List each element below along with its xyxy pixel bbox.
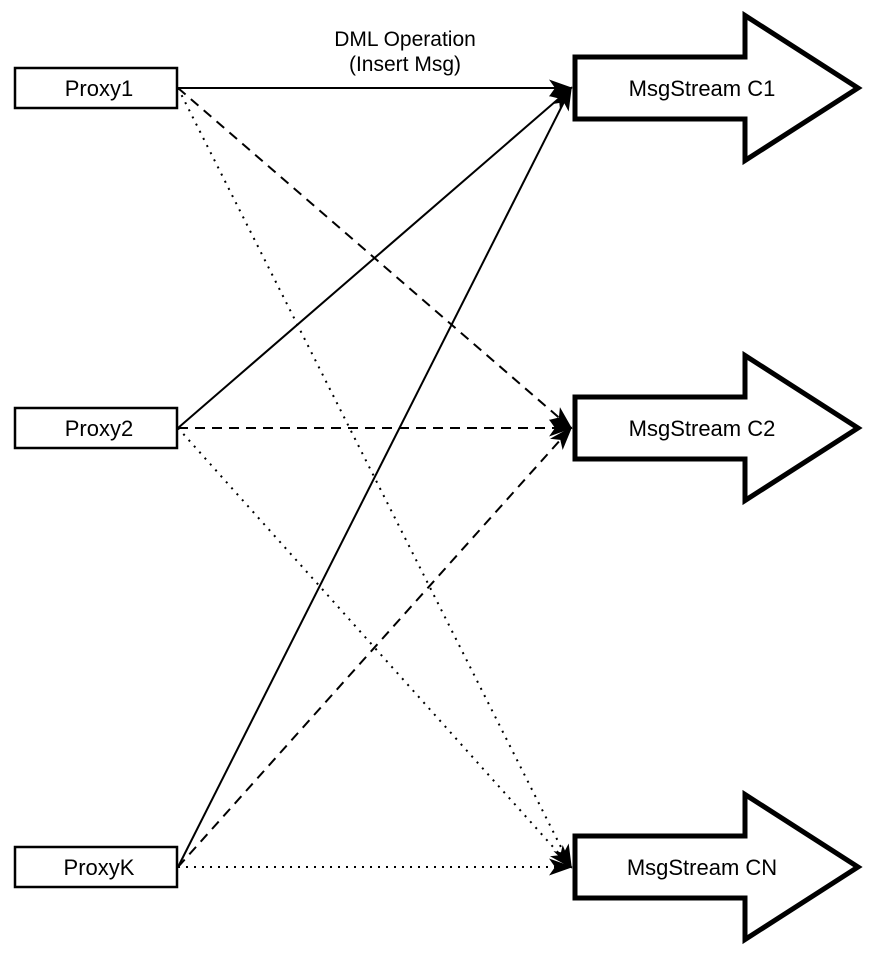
proxy-label-proxy1: Proxy1 xyxy=(65,76,133,101)
stream-arrow-msgstream-c1 xyxy=(572,10,863,166)
stream-label-msgstream-cn: MsgStream CN xyxy=(627,855,777,880)
edge-proxyk-msgstream-c1 xyxy=(177,86,572,868)
edge-proxyk-msgstream-c2 xyxy=(177,426,573,868)
proxy-label-proxy2: Proxy2 xyxy=(65,416,133,441)
proxy-box-proxy2 xyxy=(13,406,179,450)
dml-operation-label-line1: DML Operation xyxy=(334,28,476,51)
proxy-box-proxy1 xyxy=(13,66,179,110)
proxy-box-proxyk xyxy=(13,845,179,889)
edge-proxy1-msgstream-cn xyxy=(177,87,572,869)
stream-label-msgstream-c1: MsgStream C1 xyxy=(629,76,776,101)
stream-label-msgstream-c2: MsgStream C2 xyxy=(629,416,776,441)
proxy-label-proxyk: ProxyK xyxy=(64,855,135,880)
dml-operation-label-line2: (Insert Msg) xyxy=(349,53,461,76)
edge-proxy2-msgstream-c1 xyxy=(177,86,573,429)
stream-arrow-msgstream-cn xyxy=(572,789,863,945)
stream-arrow-msgstream-c2 xyxy=(572,350,863,506)
